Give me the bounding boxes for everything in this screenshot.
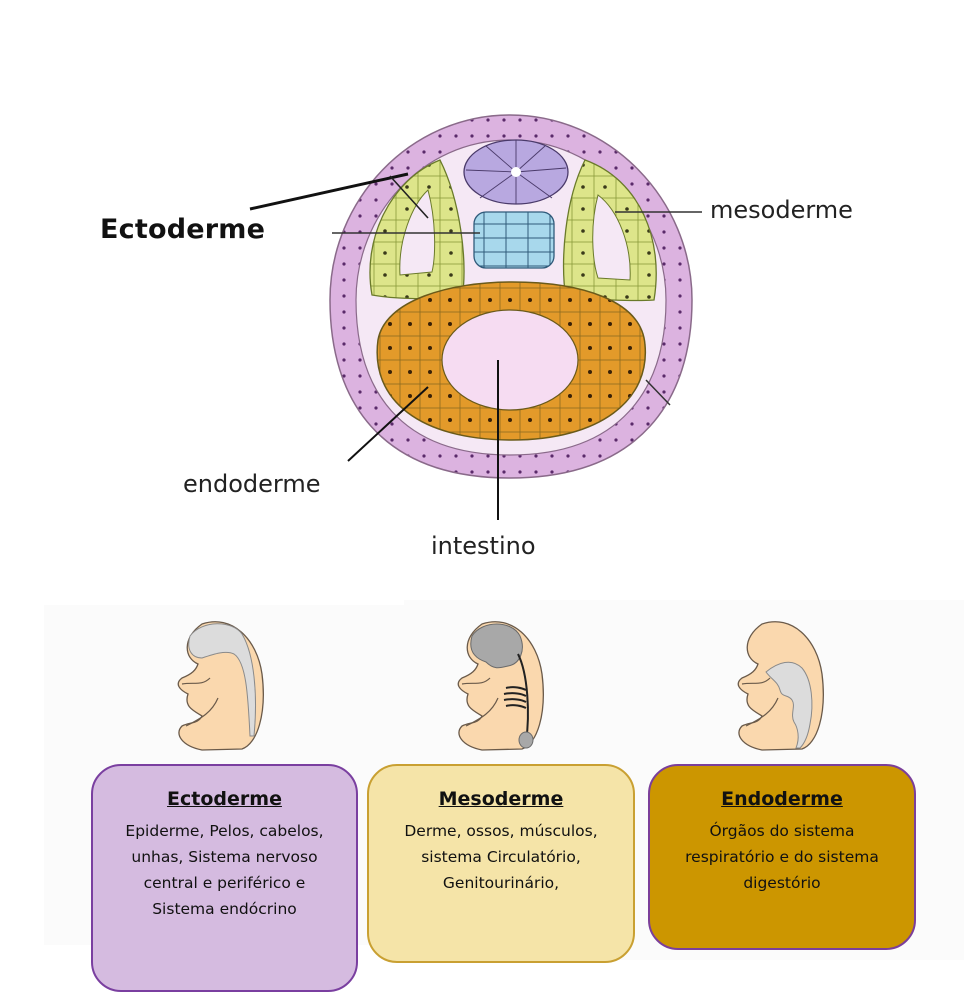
rib-lines bbox=[503, 686, 527, 709]
endoderm-info-box: Endoderme Órgãos do sistema respiratório… bbox=[648, 764, 916, 950]
text-line: digestório bbox=[743, 874, 821, 892]
endoderm-box-title: Endoderme bbox=[721, 788, 843, 810]
pelvis-highlight bbox=[518, 731, 534, 749]
brain-spinal-cord-highlight bbox=[188, 623, 256, 737]
intestine-lumen bbox=[441, 309, 579, 411]
endoderm-leader-line bbox=[347, 386, 429, 462]
embryo-leg bbox=[465, 697, 499, 727]
embryo-ectoderm-illustration bbox=[177, 621, 264, 751]
ectoderm-leader-line bbox=[249, 172, 409, 211]
embryo-arm bbox=[461, 677, 491, 685]
label-endoderm: endoderme bbox=[183, 470, 321, 498]
text-line: unhas, Sistema nervoso bbox=[131, 848, 318, 866]
digestive-tract-highlight bbox=[765, 661, 813, 749]
label-intestine: intestino bbox=[431, 532, 536, 560]
text-line: respiratório e do sistema bbox=[685, 848, 879, 866]
text-line: Órgãos do sistema bbox=[709, 822, 855, 840]
ectoderm-info-box: Ectoderme Epiderme, Pelos, cabelos, unha… bbox=[91, 764, 358, 992]
embryo-leg bbox=[185, 697, 219, 727]
mesoderm-box-title: Mesoderme bbox=[438, 788, 564, 810]
text-line: Epiderme, Pelos, cabelos, bbox=[125, 822, 324, 840]
neural-tube-cell-lines bbox=[465, 140, 567, 204]
mesoderm-box-text: Derme, ossos, músculos, sistema Circulat… bbox=[381, 818, 621, 896]
head-highlight bbox=[470, 623, 523, 669]
ectoderm-tick-line bbox=[389, 175, 429, 219]
ectoderm-right-tick bbox=[645, 379, 671, 406]
embryo-cross-section bbox=[249, 114, 702, 520]
text-line: sistema Circulatório, bbox=[421, 848, 581, 866]
embryo-arm bbox=[181, 677, 211, 685]
text-line: Sistema endócrino bbox=[152, 900, 297, 918]
endoderm-box-text: Órgãos do sistema respiratório e do sist… bbox=[662, 818, 902, 896]
text-line: Derme, ossos, músculos, bbox=[404, 822, 598, 840]
mesoderm-info-box: Mesoderme Derme, ossos, músculos, sistem… bbox=[367, 764, 635, 963]
text-line: Genitourinário, bbox=[442, 874, 560, 892]
notochord bbox=[473, 211, 555, 269]
text-line: central e periférico e bbox=[143, 874, 306, 892]
ectoderm-box-title: Ectoderme bbox=[167, 788, 282, 810]
neural-canal bbox=[511, 167, 521, 177]
somite-cavity-right bbox=[592, 194, 631, 281]
ectoderm-box-text: Epiderme, Pelos, cabelos, unhas, Sistema… bbox=[105, 818, 344, 922]
embryo-arm bbox=[741, 677, 771, 685]
embryo-endoderm-illustration bbox=[737, 621, 824, 751]
label-mesoderm: mesoderme bbox=[710, 196, 853, 224]
embryo-leg bbox=[745, 697, 779, 727]
label-ectoderm: Ectoderme bbox=[100, 214, 266, 245]
embryo-mesoderm-illustration bbox=[457, 621, 544, 751]
